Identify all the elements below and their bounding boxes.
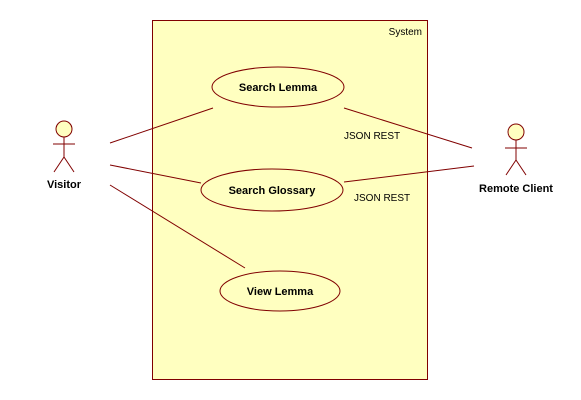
use-case-search-lemma[interactable]: Search Lemma	[211, 66, 345, 108]
association-search-glossary-remote-client[interactable]	[343, 165, 475, 183]
association-label-json-rest-lemma: JSON REST	[344, 131, 400, 142]
system-label: System	[389, 27, 422, 38]
associations	[109, 107, 475, 269]
use-case-search-glossary[interactable]: Search Glossary	[200, 168, 344, 212]
association-visitor-view-lemma[interactable]	[109, 184, 246, 269]
association-visitor-search-glossary[interactable]	[109, 164, 202, 184]
association-search-lemma-remote-client[interactable]	[343, 107, 473, 149]
actor-label: Remote Client	[479, 183, 553, 195]
actor-remote-client[interactable]: Remote Client	[479, 123, 553, 195]
association-visitor-search-lemma[interactable]	[109, 107, 214, 144]
use-case-label: Search Glossary	[229, 185, 317, 197]
use-case-view-lemma[interactable]: View Lemma	[219, 270, 341, 312]
actor-visitor[interactable]: Visitor	[47, 120, 82, 191]
use-case-label: View Lemma	[247, 286, 314, 298]
association-label-json-rest-glossary: JSON REST	[354, 193, 410, 204]
stick-figure-icon	[53, 120, 75, 173]
use-case-label: Search Lemma	[239, 82, 318, 94]
stick-figure-icon	[505, 123, 527, 176]
actor-label: Visitor	[47, 179, 82, 191]
